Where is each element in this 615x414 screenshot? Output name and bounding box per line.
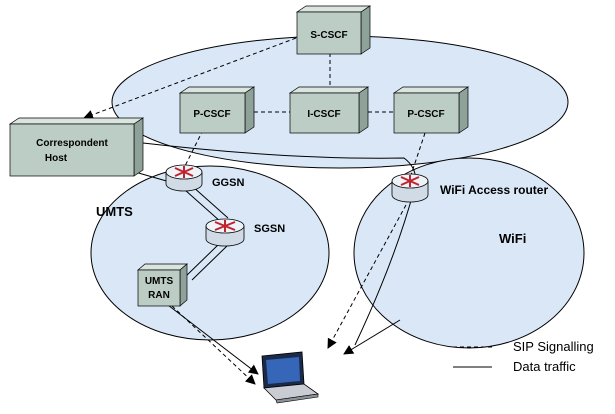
i-cscf-label: I-CSCF xyxy=(307,109,340,120)
data-traffic-sgsn-ran-b xyxy=(191,244,229,281)
wifi-domain-ellipse xyxy=(353,157,585,349)
s-cscf-label: S-CSCF xyxy=(310,30,347,41)
data-traffic-ran-to-laptop xyxy=(163,301,259,375)
data-traffic-ggsn-sgsn xyxy=(184,189,222,223)
wifi-area-label: WiFi xyxy=(499,231,526,246)
sgsn-label: SGSN xyxy=(254,223,285,235)
umts-ran-node: UMTS RAN xyxy=(137,263,188,307)
sip-pcscf-to-wifi-router xyxy=(409,132,426,179)
p-cscf-left-label: P-CSCF xyxy=(193,109,230,120)
i-cscf-node: I-CSCF xyxy=(288,86,370,134)
umts-ran-label-line2: RAN xyxy=(148,290,170,301)
data-traffic-sgsn-ran xyxy=(183,242,221,279)
umts-ran-label-line1: UMTS xyxy=(145,276,174,287)
wifi-access-router: WiFi Access router xyxy=(391,173,548,203)
p-cscf-right-node: P-CSCF xyxy=(392,86,470,134)
p-cscf-right-label: P-CSCF xyxy=(407,109,444,120)
router-icon xyxy=(205,218,245,247)
data-traffic-ggsn-sgsn-b xyxy=(191,185,229,219)
ggsn-label: GGSN xyxy=(212,177,244,189)
router-icon xyxy=(391,173,429,203)
correspondent-host-label-line1: Correspondent xyxy=(36,138,108,149)
laptop-icon xyxy=(261,351,320,404)
router-icon xyxy=(165,164,203,192)
ggsn-router: GGSN xyxy=(165,164,244,192)
legend-sip-label: SIP Signalling xyxy=(513,339,594,354)
p-cscf-left-node: P-CSCF xyxy=(178,86,256,134)
sip-scscf-to-correspondent xyxy=(83,37,297,120)
correspondent-host-node: Correspondent Host xyxy=(8,117,145,177)
sip-ran-to-laptop xyxy=(171,305,256,385)
sip-wifi-router-to-laptop xyxy=(327,204,407,349)
legend-data-label: Data traffic xyxy=(513,359,576,374)
s-cscf-node: S-CSCF xyxy=(295,5,372,55)
wifi-router-label: WiFi Access router xyxy=(440,183,548,197)
legend: SIP Signalling Data traffic xyxy=(453,339,594,374)
sgsn-router: SGSN xyxy=(205,218,285,247)
umts-area-label: UMTS xyxy=(96,204,133,219)
data-traffic-wifi-to-laptop xyxy=(343,319,401,355)
data-traffic-correspondent-to-wifi xyxy=(142,142,417,346)
correspondent-host-label-line2: Host xyxy=(45,153,68,164)
